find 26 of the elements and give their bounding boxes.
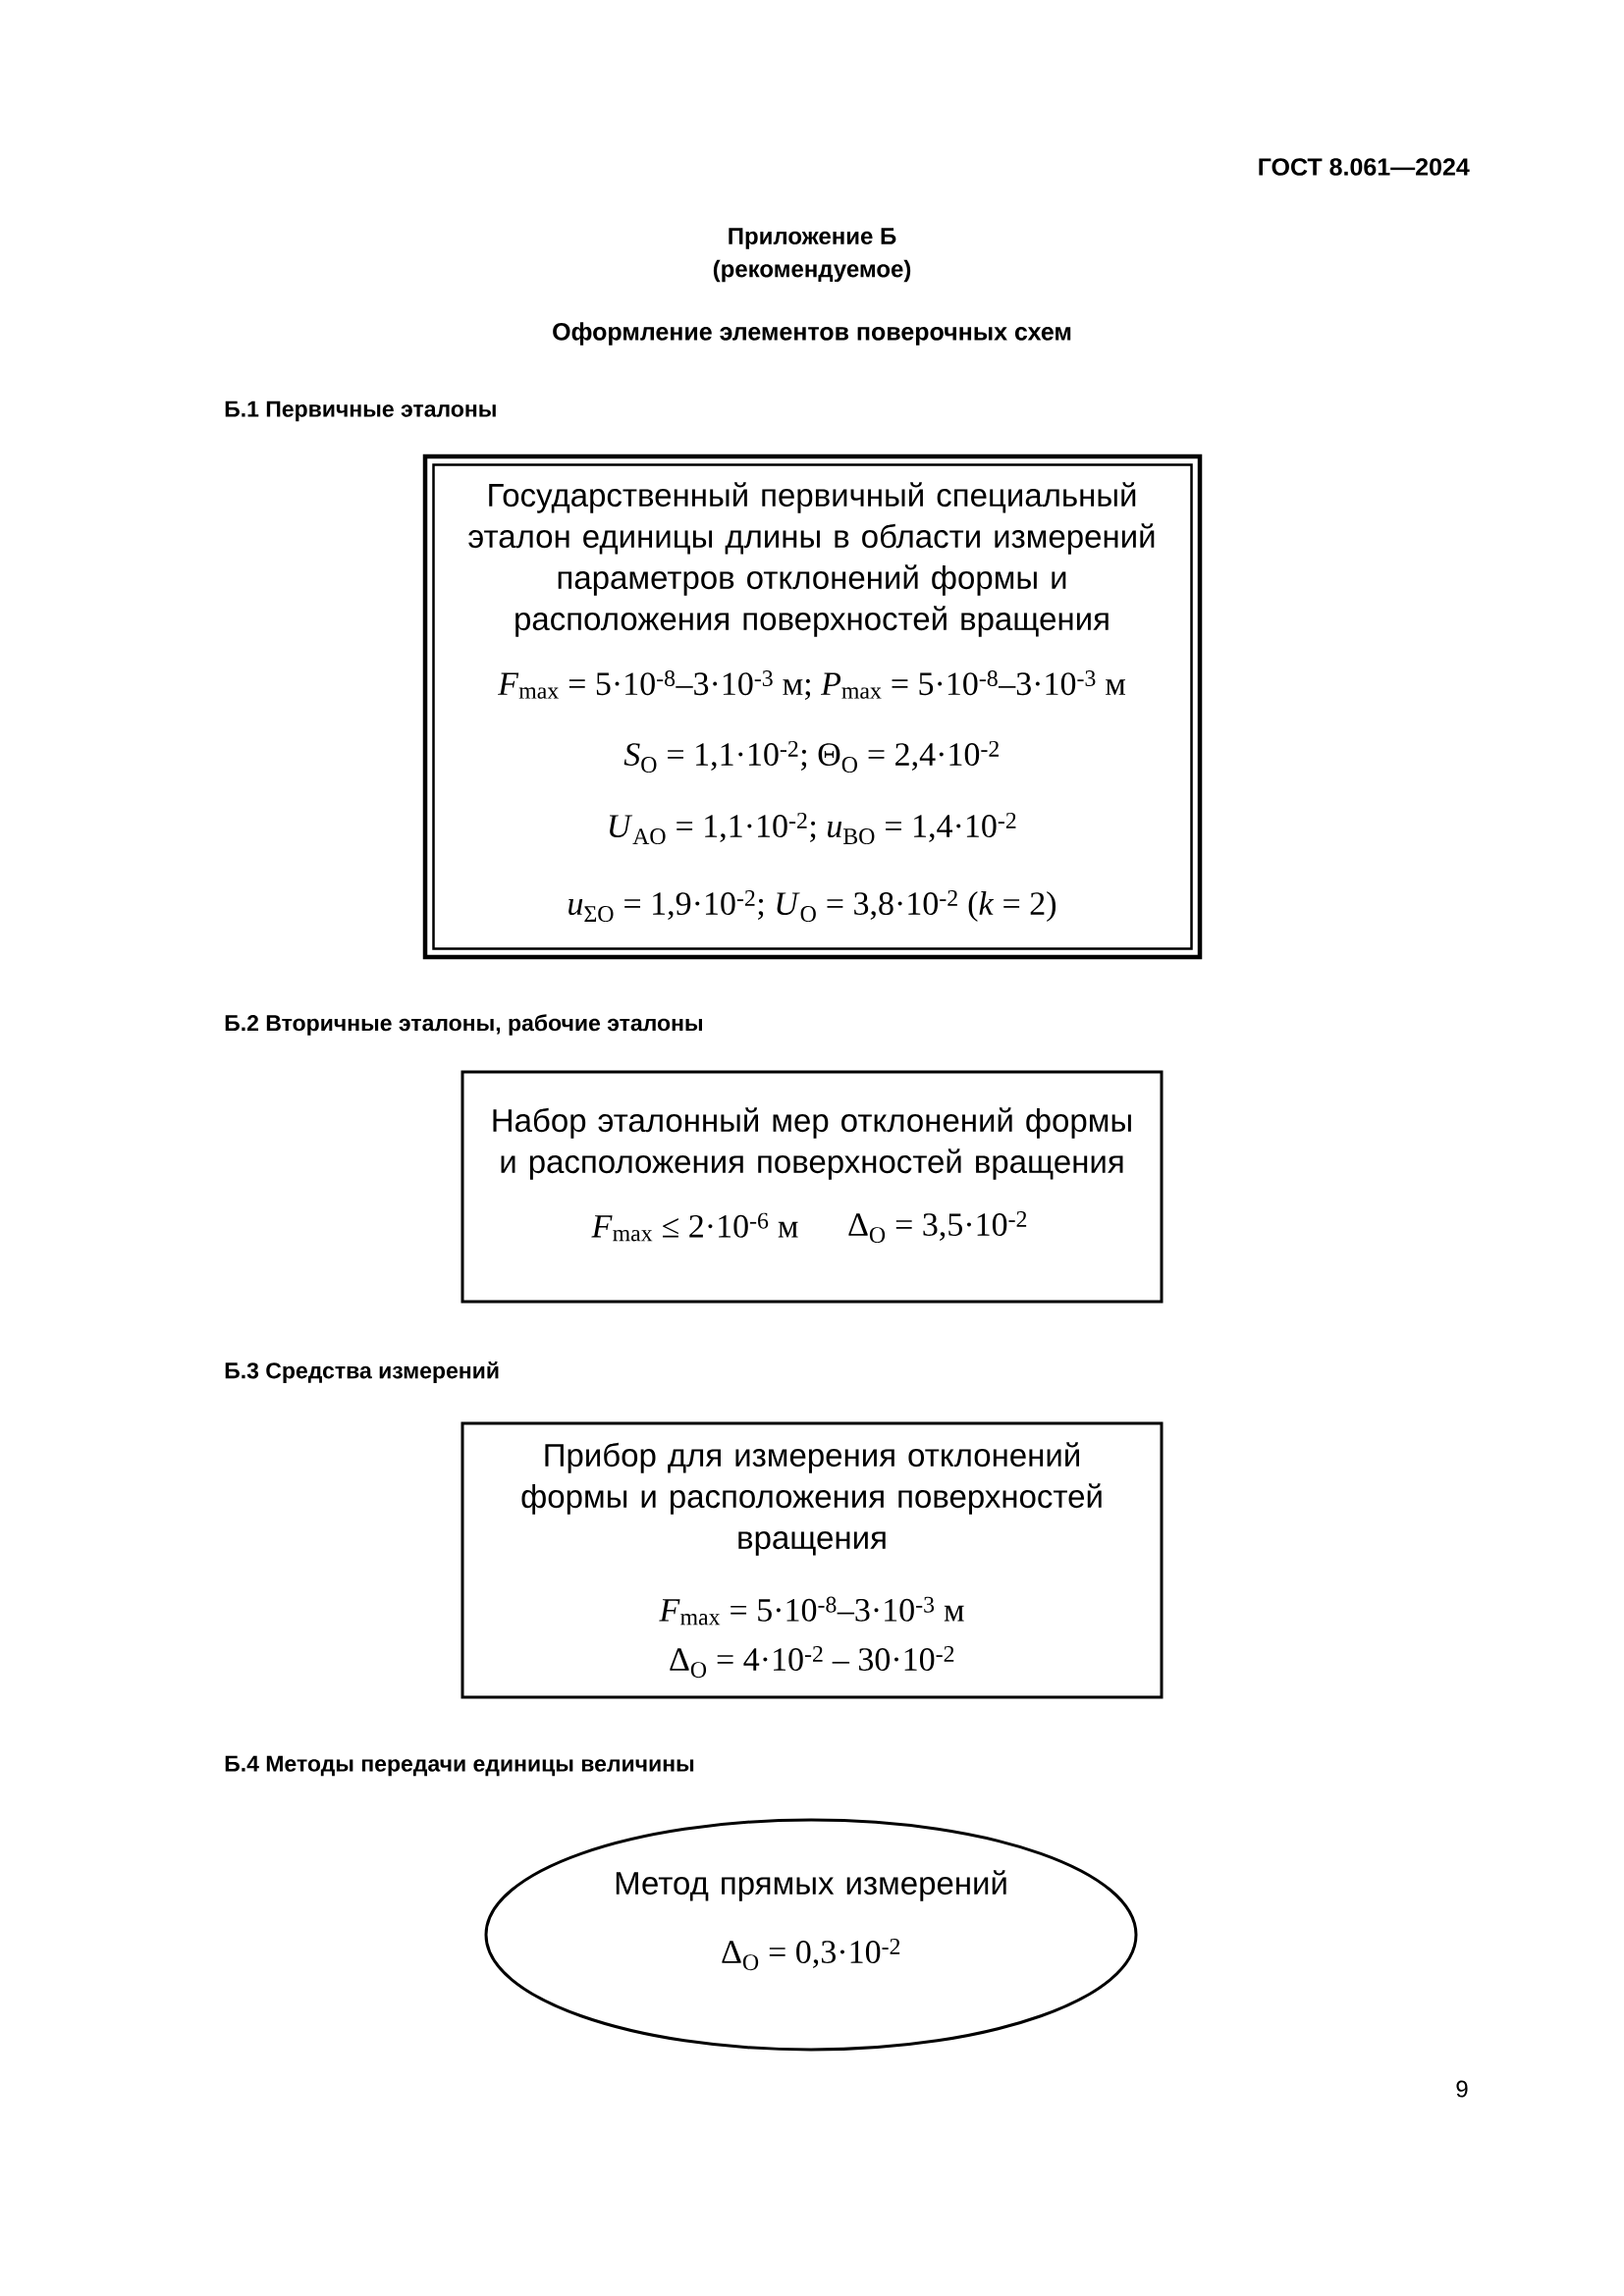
page-title: Оформление элементов поверочных схем bbox=[553, 322, 1071, 346]
formula: F$_{max}$ = 5·10$^{-8}$–3·10$^{-3}$ м; P$_{max}$ = 5·10$^{-8}$–3·10$^{-3}$ м bbox=[497, 669, 1126, 701]
formula: F$_{max}$ ≤ 2·10$^{-6}$ м bbox=[591, 1212, 798, 1242]
box-heading: Метод прямых измерений bbox=[616, 1870, 1006, 1901]
appendix-status: (рекомендуемое) bbox=[713, 259, 911, 283]
formula: S$_{O}$ = 1,1·10$^{-2}$; Θ$_{O}$ = 2,4·10$^{-2}$ bbox=[623, 740, 999, 774]
formula: U$_{AO}$ = 1,1·10$^{-2}$; u$_{BO}$ = 1,4·10$^{-2}$ bbox=[609, 812, 1016, 845]
section-heading: Б.4 Методы передачи единицы величины bbox=[225, 1755, 694, 1777]
section-heading: Б.1 Первичные эталоны bbox=[225, 400, 496, 422]
box-heading: Прибор для измерения отклонений формы и расположения поверхностей вращения bbox=[521, 1442, 1102, 1556]
formula: Δ$_{O}$ = 4·10$^{-2}$ – 30·10$^{-2}$ bbox=[670, 1645, 954, 1679]
formula: Δ$_{O}$ = 3,5·10$^{-2}$ bbox=[848, 1210, 1027, 1244]
double-frame-box bbox=[422, 454, 1203, 960]
appendix-heading: Приложение Б bbox=[729, 228, 896, 249]
document-code: ГОСТ 8.061—2024 bbox=[1259, 158, 1470, 176]
formula: F$_{max}$ = 5·10$^{-8}$–3·10$^{-3}$ м bbox=[659, 1596, 964, 1626]
formula: u$_{ΣO}$ = 1,9·10$^{-2}$; U$_{O}$ = 3,8·10$^{-2}$ (k = 2) bbox=[568, 889, 1056, 923]
section-heading: Б.3 Средства измерений bbox=[225, 1362, 499, 1383]
formula: Δ$_{O}$ = 0,3·10$^{-2}$ bbox=[722, 1938, 900, 1971]
frame-box bbox=[460, 1421, 1164, 1699]
box-heading: Государственный первичный специальный эталон единицы длины в области измерений параметров отклонений формы и расположения поверхностей вращения bbox=[468, 482, 1155, 637]
page-number: 9 bbox=[1456, 2080, 1468, 2098]
section-heading: Б.2 Вторичные эталоны, рабочие эталоны bbox=[225, 1014, 702, 1036]
ellipse-shape bbox=[484, 1818, 1138, 2052]
box-heading: Набор эталонный мер отклонений формы и расположения поверхностей вращения bbox=[493, 1107, 1131, 1180]
frame-box bbox=[460, 1070, 1164, 1304]
